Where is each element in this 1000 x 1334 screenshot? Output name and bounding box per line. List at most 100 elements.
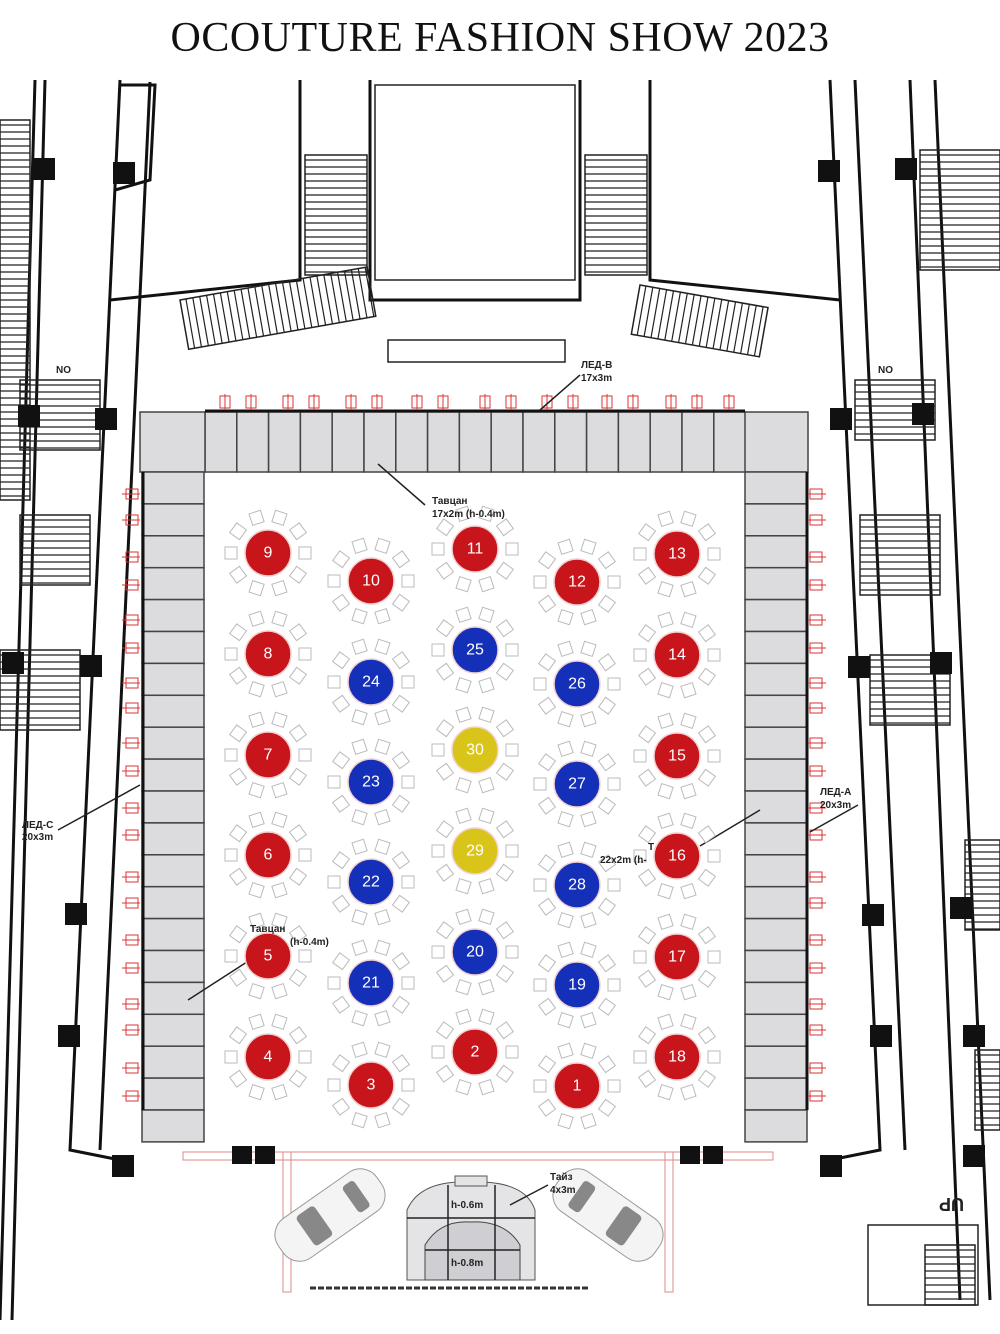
chair-icon — [697, 725, 717, 744]
chair-icon — [351, 708, 368, 726]
chair-icon — [537, 954, 557, 973]
chair-icon — [455, 706, 472, 724]
table-8[interactable]: 8 — [224, 610, 312, 698]
chair-icon — [271, 711, 288, 729]
chair-icon — [271, 1013, 288, 1031]
chair-icon — [327, 875, 341, 889]
chair-icon — [455, 978, 472, 996]
chair-icon — [597, 796, 617, 815]
table-circle — [244, 932, 292, 980]
table-circle — [653, 732, 701, 780]
table-circle — [553, 861, 601, 909]
label-stage-right: Т 22x2m (h- — [600, 842, 654, 866]
chair-icon — [391, 952, 411, 971]
table-21[interactable]: 21 — [327, 939, 415, 1027]
table-circle — [347, 1061, 395, 1109]
chair-icon — [537, 1098, 557, 1117]
chair-icon — [298, 546, 312, 560]
chair-icon — [288, 623, 308, 642]
table-15[interactable]: 15 — [633, 712, 721, 800]
chair-icon — [637, 725, 657, 744]
chair-icon — [637, 868, 657, 887]
chair-icon — [495, 518, 515, 537]
chair-icon — [435, 518, 455, 537]
chair-icon — [557, 810, 574, 828]
table-30[interactable]: 30 — [431, 706, 519, 794]
chair-icon — [495, 662, 515, 681]
table-11[interactable]: 11 — [431, 505, 519, 593]
table-circle — [653, 933, 701, 981]
table-circle — [451, 928, 499, 976]
chair-icon — [637, 523, 657, 542]
table-13[interactable]: 13 — [633, 510, 721, 598]
table-2[interactable]: 2 — [431, 1008, 519, 1096]
chair-icon — [495, 820, 515, 839]
table-17[interactable]: 17 — [633, 913, 721, 1001]
chair-icon — [607, 677, 621, 691]
chair-icon — [224, 748, 238, 762]
chair-icon — [707, 648, 721, 662]
table-18[interactable]: 18 — [633, 1013, 721, 1101]
table-circle — [244, 1033, 292, 1081]
table-circle — [553, 660, 601, 708]
table-3[interactable]: 3 — [327, 1041, 415, 1129]
chair-icon — [288, 666, 308, 685]
chair-icon — [431, 945, 445, 959]
table-1[interactable]: 1 — [533, 1042, 621, 1130]
label-platform: Тайз 4x3m — [550, 1172, 576, 1196]
table-number: 11 — [467, 541, 484, 558]
table-26[interactable]: 26 — [533, 640, 621, 728]
chair-icon — [680, 611, 697, 629]
chair-icon — [435, 561, 455, 580]
table-28[interactable]: 28 — [533, 841, 621, 929]
chair-icon — [455, 606, 472, 624]
table-7[interactable]: 7 — [224, 711, 312, 799]
chair-icon — [637, 825, 657, 844]
table-5[interactable]: 5 — [224, 912, 312, 1000]
chair-icon — [478, 606, 495, 624]
table-19[interactable]: 19 — [533, 941, 621, 1029]
table-6[interactable]: 6 — [224, 811, 312, 899]
chair-icon — [401, 875, 415, 889]
chair-icon — [633, 648, 647, 662]
table-27[interactable]: 27 — [533, 740, 621, 828]
chair-icon — [298, 949, 312, 963]
chair-icon — [455, 877, 472, 895]
chair-icon — [391, 651, 411, 670]
table-9[interactable]: 9 — [224, 509, 312, 597]
table-10[interactable]: 10 — [327, 537, 415, 625]
chair-icon — [288, 824, 308, 843]
chair-icon — [657, 510, 674, 528]
table-number: 5 — [264, 948, 273, 965]
table-24[interactable]: 24 — [327, 638, 415, 726]
table-25[interactable]: 25 — [431, 606, 519, 694]
chair-icon — [537, 696, 557, 715]
chair-icon — [271, 680, 288, 698]
chair-icon — [478, 1008, 495, 1026]
label-up: UP — [939, 1194, 964, 1214]
chair-icon — [597, 594, 617, 613]
chair-icon — [228, 824, 248, 843]
table-circle — [451, 726, 499, 774]
chair-icon — [391, 1054, 411, 1073]
chair-icon — [228, 1069, 248, 1088]
chair-icon — [505, 643, 519, 657]
chair-icon — [391, 995, 411, 1014]
svg-text:Т: Т — [648, 842, 654, 853]
chair-icon — [391, 794, 411, 813]
table-29[interactable]: 29 — [431, 807, 519, 895]
table-16[interactable]: 16 — [633, 812, 721, 900]
chair-icon — [697, 825, 717, 844]
table-12[interactable]: 12 — [533, 538, 621, 626]
chair-icon — [351, 537, 368, 555]
table-4[interactable]: 4 — [224, 1013, 312, 1101]
chair-icon — [657, 913, 674, 931]
table-20[interactable]: 20 — [431, 908, 519, 996]
chair-icon — [288, 1026, 308, 1045]
table-14[interactable]: 14 — [633, 611, 721, 699]
table-23[interactable]: 23 — [327, 738, 415, 826]
page-title: OCOUTURE FASHION SHOW 2023 — [170, 15, 830, 61]
table-22[interactable]: 22 — [327, 838, 415, 926]
svg-text:Тавцан: Тавцан — [432, 496, 467, 507]
chair-icon — [288, 1069, 308, 1088]
